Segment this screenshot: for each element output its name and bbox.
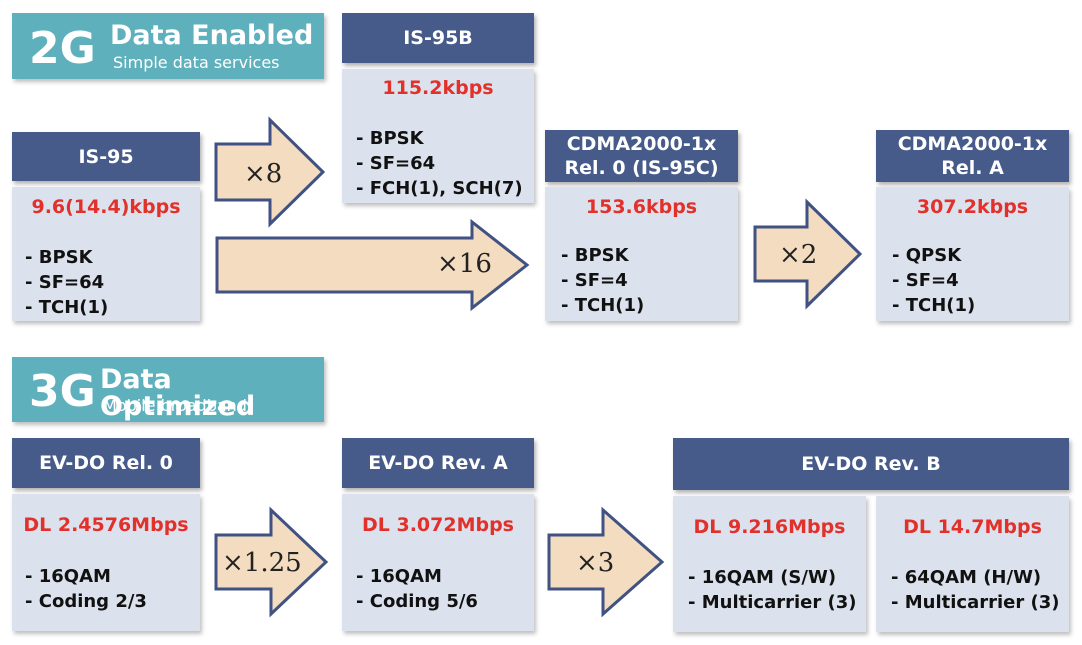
node-cdma-relA-body: 307.2kbps - QPSK - SF=4 - TCH(1) [876, 187, 1069, 321]
node-cdma-rel0-header: CDMA2000-1x Rel. 0 (IS-95C) [545, 130, 738, 182]
node-is95b-rate: 115.2kbps [382, 77, 494, 99]
arrow-x8-icon [214, 116, 326, 228]
arrow-x2-label: ×2 [779, 240, 818, 270]
node-is95-body: 9.6(14.4)kbps - BPSK - SF=64 - TCH(1) [12, 187, 200, 321]
node-evdo-rel0-header: EV-DO Rel. 0 [12, 438, 200, 488]
arrow-x16-icon [215, 218, 530, 312]
list-item: - Coding 5/6 [356, 591, 478, 612]
node-evdo-revB-hw-body: DL 14.7Mbps - 64QAM (H/W) - Multicarrier… [876, 496, 1069, 632]
list-item: - SF=4 [892, 270, 959, 291]
node-is95-items: - BPSK - SF=64 - TCH(1) [25, 245, 108, 320]
section-3g-gen: 3G [29, 366, 96, 417]
list-item: - 64QAM (H/W) [891, 567, 1042, 588]
node-evdo-revA-rate: DL 3.072Mbps [361, 514, 514, 536]
node-cdma-rel0-rate: 153.6kbps [585, 196, 698, 218]
list-item: - 16QAM [25, 566, 111, 587]
node-is95b-body: 115.2kbps - BPSK - SF=64 - FCH(1), SCH(7… [342, 69, 534, 203]
node-is95-header: IS-95 [12, 132, 200, 181]
list-item: - TCH(1) [25, 297, 109, 318]
list-item: - TCH(1) [561, 295, 645, 316]
node-evdo-revB-header: EV-DO Rev. B [673, 438, 1069, 490]
list-item: - BPSK [356, 128, 424, 149]
node-evdo-rel0-rate: DL 2.4576Mbps [23, 514, 189, 536]
section-2g-subtitle: Simple data services [113, 53, 280, 72]
node-evdo-revB-hw-items: - 64QAM (H/W) - Multicarrier (3) [891, 565, 1059, 615]
arrow-x3-icon [547, 506, 665, 618]
node-evdo-revB-hw-rate: DL 14.7Mbps [903, 516, 1042, 538]
list-item: - BPSK [25, 247, 93, 268]
node-evdo-revA-header: EV-DO Rev. A [342, 438, 534, 488]
node-evdo-rel0-body: DL 2.4576Mbps - 16QAM - Coding 2/3 [12, 494, 200, 631]
list-item: - Multicarrier (3) [891, 592, 1060, 613]
node-is95b-header: IS-95B [342, 13, 534, 63]
arrow-x16-label: ×16 [437, 249, 492, 279]
list-item: - SF=4 [561, 270, 628, 291]
list-item: - Coding 2/3 [25, 591, 147, 612]
node-cdma-rel0-body: 153.6kbps - BPSK - SF=4 - TCH(1) [545, 187, 738, 321]
list-item: - FCH(1), SCH(7) [356, 178, 523, 199]
node-evdo-revB-sw-body: DL 9.216Mbps - 16QAM (S/W) - Multicarrie… [673, 496, 866, 632]
node-evdo-revB-sw-rate: DL 9.216Mbps [693, 516, 846, 538]
node-cdma-rel0-items: - BPSK - SF=4 - TCH(1) [561, 243, 644, 318]
node-cdma-relA-rate: 307.2kbps [916, 196, 1029, 218]
arrow-x125-label: ×1.25 [222, 548, 302, 578]
list-item: - 16QAM (S/W) [688, 567, 837, 588]
section-2g-gen: 2G [29, 23, 96, 74]
node-evdo-revA-body: DL 3.072Mbps - 16QAM - Coding 5/6 [342, 494, 534, 631]
section-2g-title: Data Enabled [110, 20, 314, 51]
node-evdo-rel0-items: - 16QAM - Coding 2/3 [25, 564, 147, 614]
arrow-x8-label: ×8 [244, 159, 283, 189]
section-3g-subtitle: Mobile broadband [103, 396, 247, 415]
list-item: - SF=64 [25, 272, 105, 293]
list-item: - Multicarrier (3) [688, 592, 857, 613]
list-item: - BPSK [561, 245, 629, 266]
node-is95b-items: - BPSK - SF=64 - FCH(1), SCH(7) [356, 126, 523, 201]
list-item: - QPSK [892, 245, 962, 266]
list-item: - 16QAM [356, 566, 442, 587]
node-evdo-revB-sw-items: - 16QAM (S/W) - Multicarrier (3) [688, 565, 856, 615]
section-3g-title: Data Optimized [100, 364, 256, 422]
node-is95-rate: 9.6(14.4)kbps [31, 196, 181, 218]
arrow-x2-icon [753, 198, 863, 310]
section-2g: 2G Data Enabled Simple data services [12, 13, 324, 79]
node-evdo-revA-items: - 16QAM - Coding 5/6 [356, 564, 478, 614]
section-3g: 3G Data Optimized Mobile broadband [12, 357, 324, 422]
list-item: - TCH(1) [892, 295, 976, 316]
arrow-x125-icon [214, 506, 329, 618]
node-cdma-relA-items: - QPSK - SF=4 - TCH(1) [892, 243, 975, 318]
arrow-x3-label: ×3 [576, 548, 615, 578]
list-item: - SF=64 [356, 153, 436, 174]
node-cdma-relA-header: CDMA2000-1x Rel. A [876, 130, 1069, 182]
